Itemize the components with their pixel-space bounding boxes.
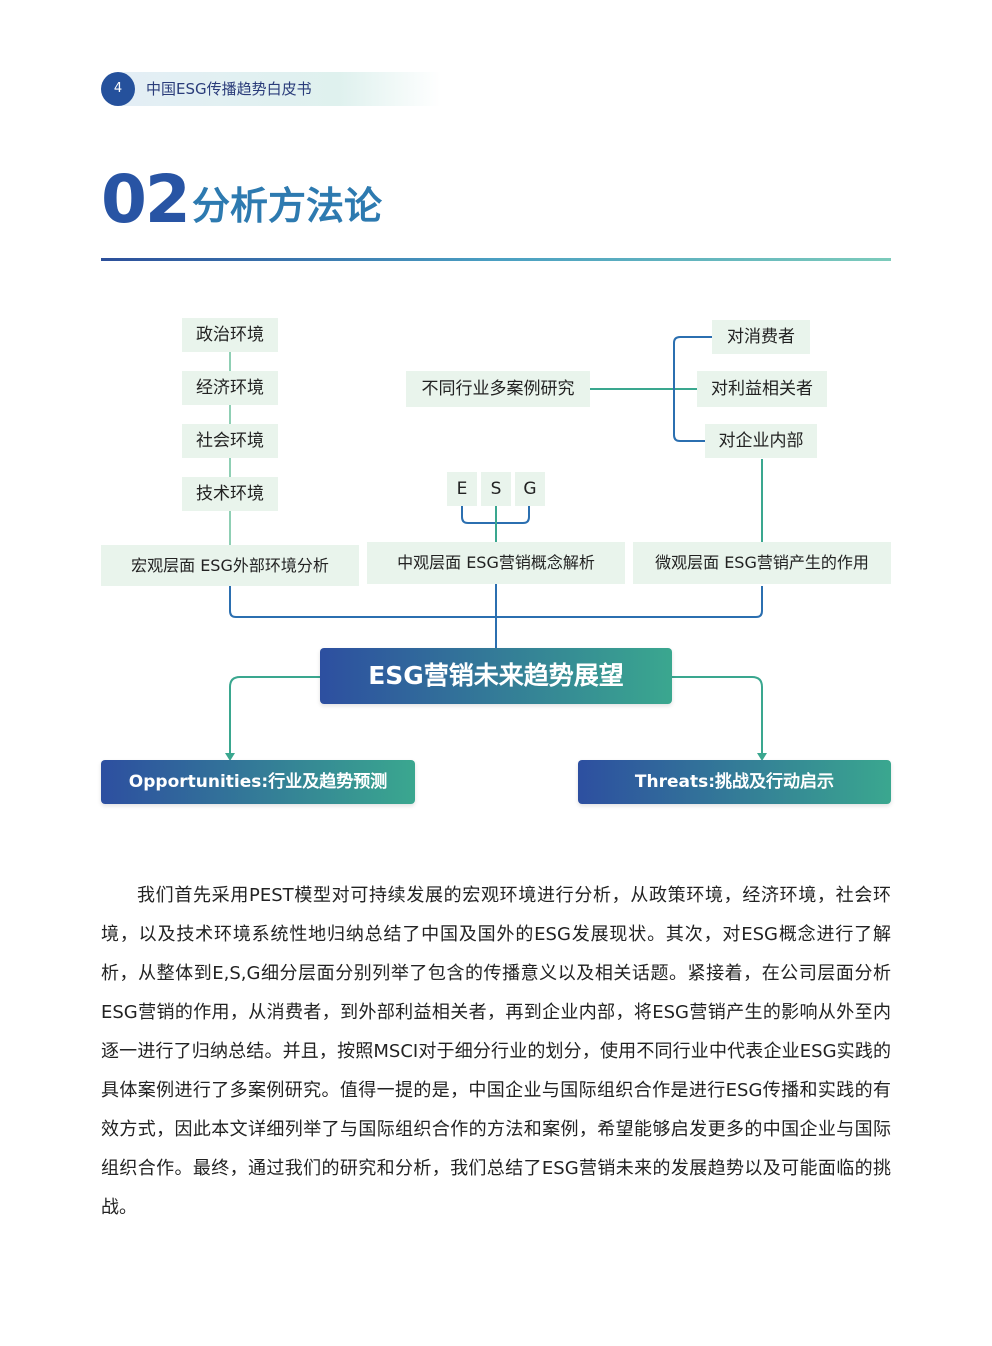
opportunities-box: Opportunities:行业及趋势预测	[101, 760, 415, 804]
document-title: 中国ESG传播趋势白皮书	[146, 80, 312, 98]
esg-letter-s: S	[481, 472, 511, 506]
opportunities-branch	[229, 676, 320, 755]
macro-item-economic: 经济环境	[182, 371, 278, 405]
methodology-diagram: 政治环境 经济环境 社会环境 技术环境 不同行业多案例研究 对消费者 对利益相关…	[101, 318, 891, 804]
micro-item-stakeholders: 对利益相关者	[697, 371, 827, 407]
esg-letter-g: G	[515, 472, 545, 506]
threats-arrow	[757, 753, 767, 761]
macro-item-social: 社会环境	[182, 424, 278, 458]
meso-level-box: 中观层面 ESG营销概念解析	[367, 542, 625, 584]
threats-box: Threats:挑战及行动启示	[578, 760, 891, 804]
macro-item-technological: 技术环境	[182, 477, 278, 511]
micro-item-internal: 对企业内部	[705, 424, 817, 458]
macro-level-box: 宏观层面 ESG外部环境分析	[101, 545, 359, 586]
esg-letter-e: E	[447, 472, 477, 506]
threats-branch	[672, 676, 763, 755]
section-number: 02	[101, 161, 191, 238]
header-bar	[101, 72, 441, 106]
case-study-box: 不同行业多案例研究	[406, 371, 590, 407]
section-divider	[101, 258, 891, 261]
diagram-connectors	[225, 336, 767, 761]
opportunities-arrow	[225, 753, 235, 761]
macro-item-political: 政治环境	[182, 318, 278, 352]
central-outlook-box: ESG营销未来趋势展望	[320, 648, 672, 704]
body-paragraph: 我们首先采用PEST模型对可持续发展的宏观环境进行分析，从政策环境，经济环境，社…	[101, 885, 891, 1218]
micro-bracket	[673, 336, 712, 442]
micro-item-consumers: 对消费者	[712, 320, 810, 354]
page-number: 4	[101, 72, 135, 106]
micro-level-box: 微观层面 ESG营销产生的作用	[633, 542, 891, 584]
section-title: 分析方法论	[192, 184, 383, 228]
